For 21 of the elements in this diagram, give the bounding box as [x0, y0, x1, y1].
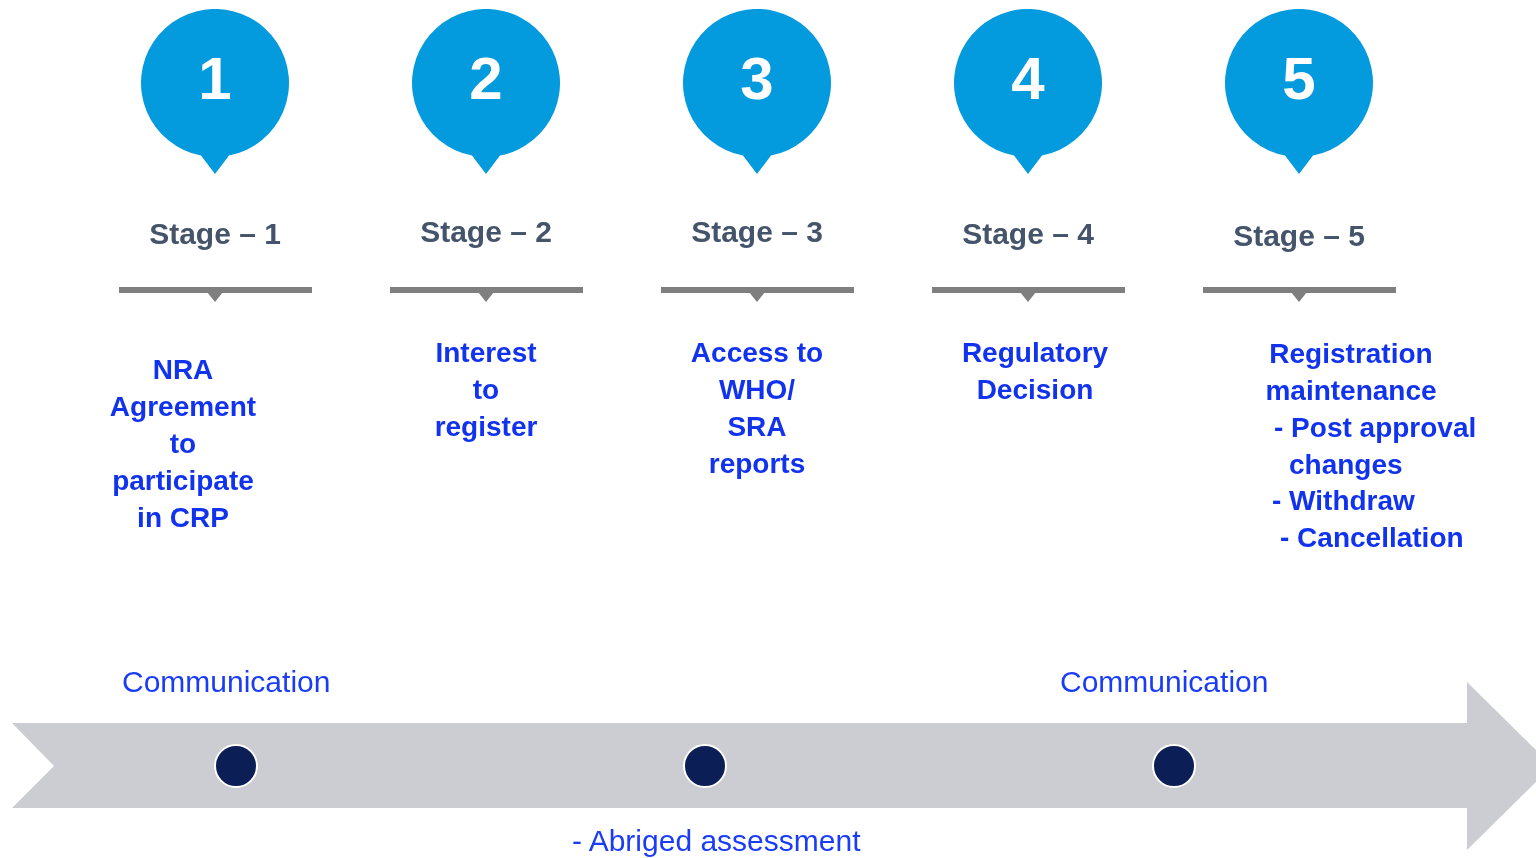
step-number: 5	[1281, 49, 1317, 109]
stage-label: Stage – 3	[690, 214, 824, 250]
stage-label: Stage – 1	[148, 216, 282, 252]
stage-description: Interest to register	[433, 336, 539, 444]
list-item: - Withdraw	[1272, 484, 1416, 518]
step-number: 4	[1010, 49, 1046, 109]
stage-description: NRA Agreement to participate in CRP	[108, 353, 258, 535]
stage-description: Access to WHO/ SRA reports	[689, 336, 825, 481]
note-text: - Abriged assessment	[572, 826, 861, 856]
stage-description: Registration maintenance	[1264, 337, 1438, 408]
step-number: 2	[468, 49, 504, 109]
note-text: Communication	[122, 667, 331, 697]
list-item: - Cancellation	[1280, 521, 1465, 555]
stage-description: Regulatory Decision	[960, 336, 1110, 407]
list-item: - Post approval changes	[1274, 411, 1478, 482]
stage-label: Stage – 2	[419, 214, 553, 250]
stage-label: Stage – 5	[1232, 218, 1366, 254]
stage-label: Stage – 4	[961, 216, 1095, 252]
note-text: Communication	[1060, 667, 1269, 697]
step-number: 3	[739, 49, 775, 109]
step-number: 1	[197, 49, 233, 109]
